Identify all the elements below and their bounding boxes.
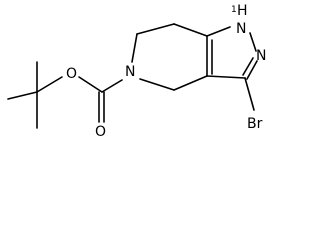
bond-tbu-methyl-left — [7, 91, 38, 100]
bond-ch2-ch2-top — [136, 23, 175, 35]
bond-n2-c3-a — [246, 60, 258, 80]
bond-c7a-to-nh — [206, 26, 231, 37]
pyrazole-n2-label: N — [256, 48, 266, 64]
pyrazole-n1-label: N — [236, 21, 246, 37]
bond-ch2-lower-to-n — [139, 78, 175, 91]
chemical-structure: O O N 1 H N N Br — [7, 3, 266, 140]
ring-nitrogen-label: N — [125, 64, 135, 80]
bond-c3-c3a — [206, 75, 246, 79]
bond-n-to-ch2-upper — [131, 33, 138, 63]
pyrazole-nh-hydrogen-label: H — [237, 3, 248, 19]
bond-ch2-to-c7a — [173, 23, 208, 37]
bond-n1-n2 — [249, 32, 257, 52]
bromine-label: Br — [247, 116, 263, 132]
bond-carbonyl-to-ring-nitrogen — [101, 79, 123, 93]
bond-n2-c3-b — [242, 57, 254, 76]
nh-superscript-label: 1 — [231, 5, 237, 15]
bond-c3-to-bromine — [244, 77, 255, 111]
carbonyl-oxygen-label: O — [95, 124, 106, 140]
ester-oxygen-label: O — [66, 66, 77, 82]
bond-tbu-to-oxygen — [36, 76, 63, 93]
bond-c3a-to-ch2-lower — [173, 75, 208, 91]
bond-oxygen-to-carbonyl — [78, 76, 103, 93]
